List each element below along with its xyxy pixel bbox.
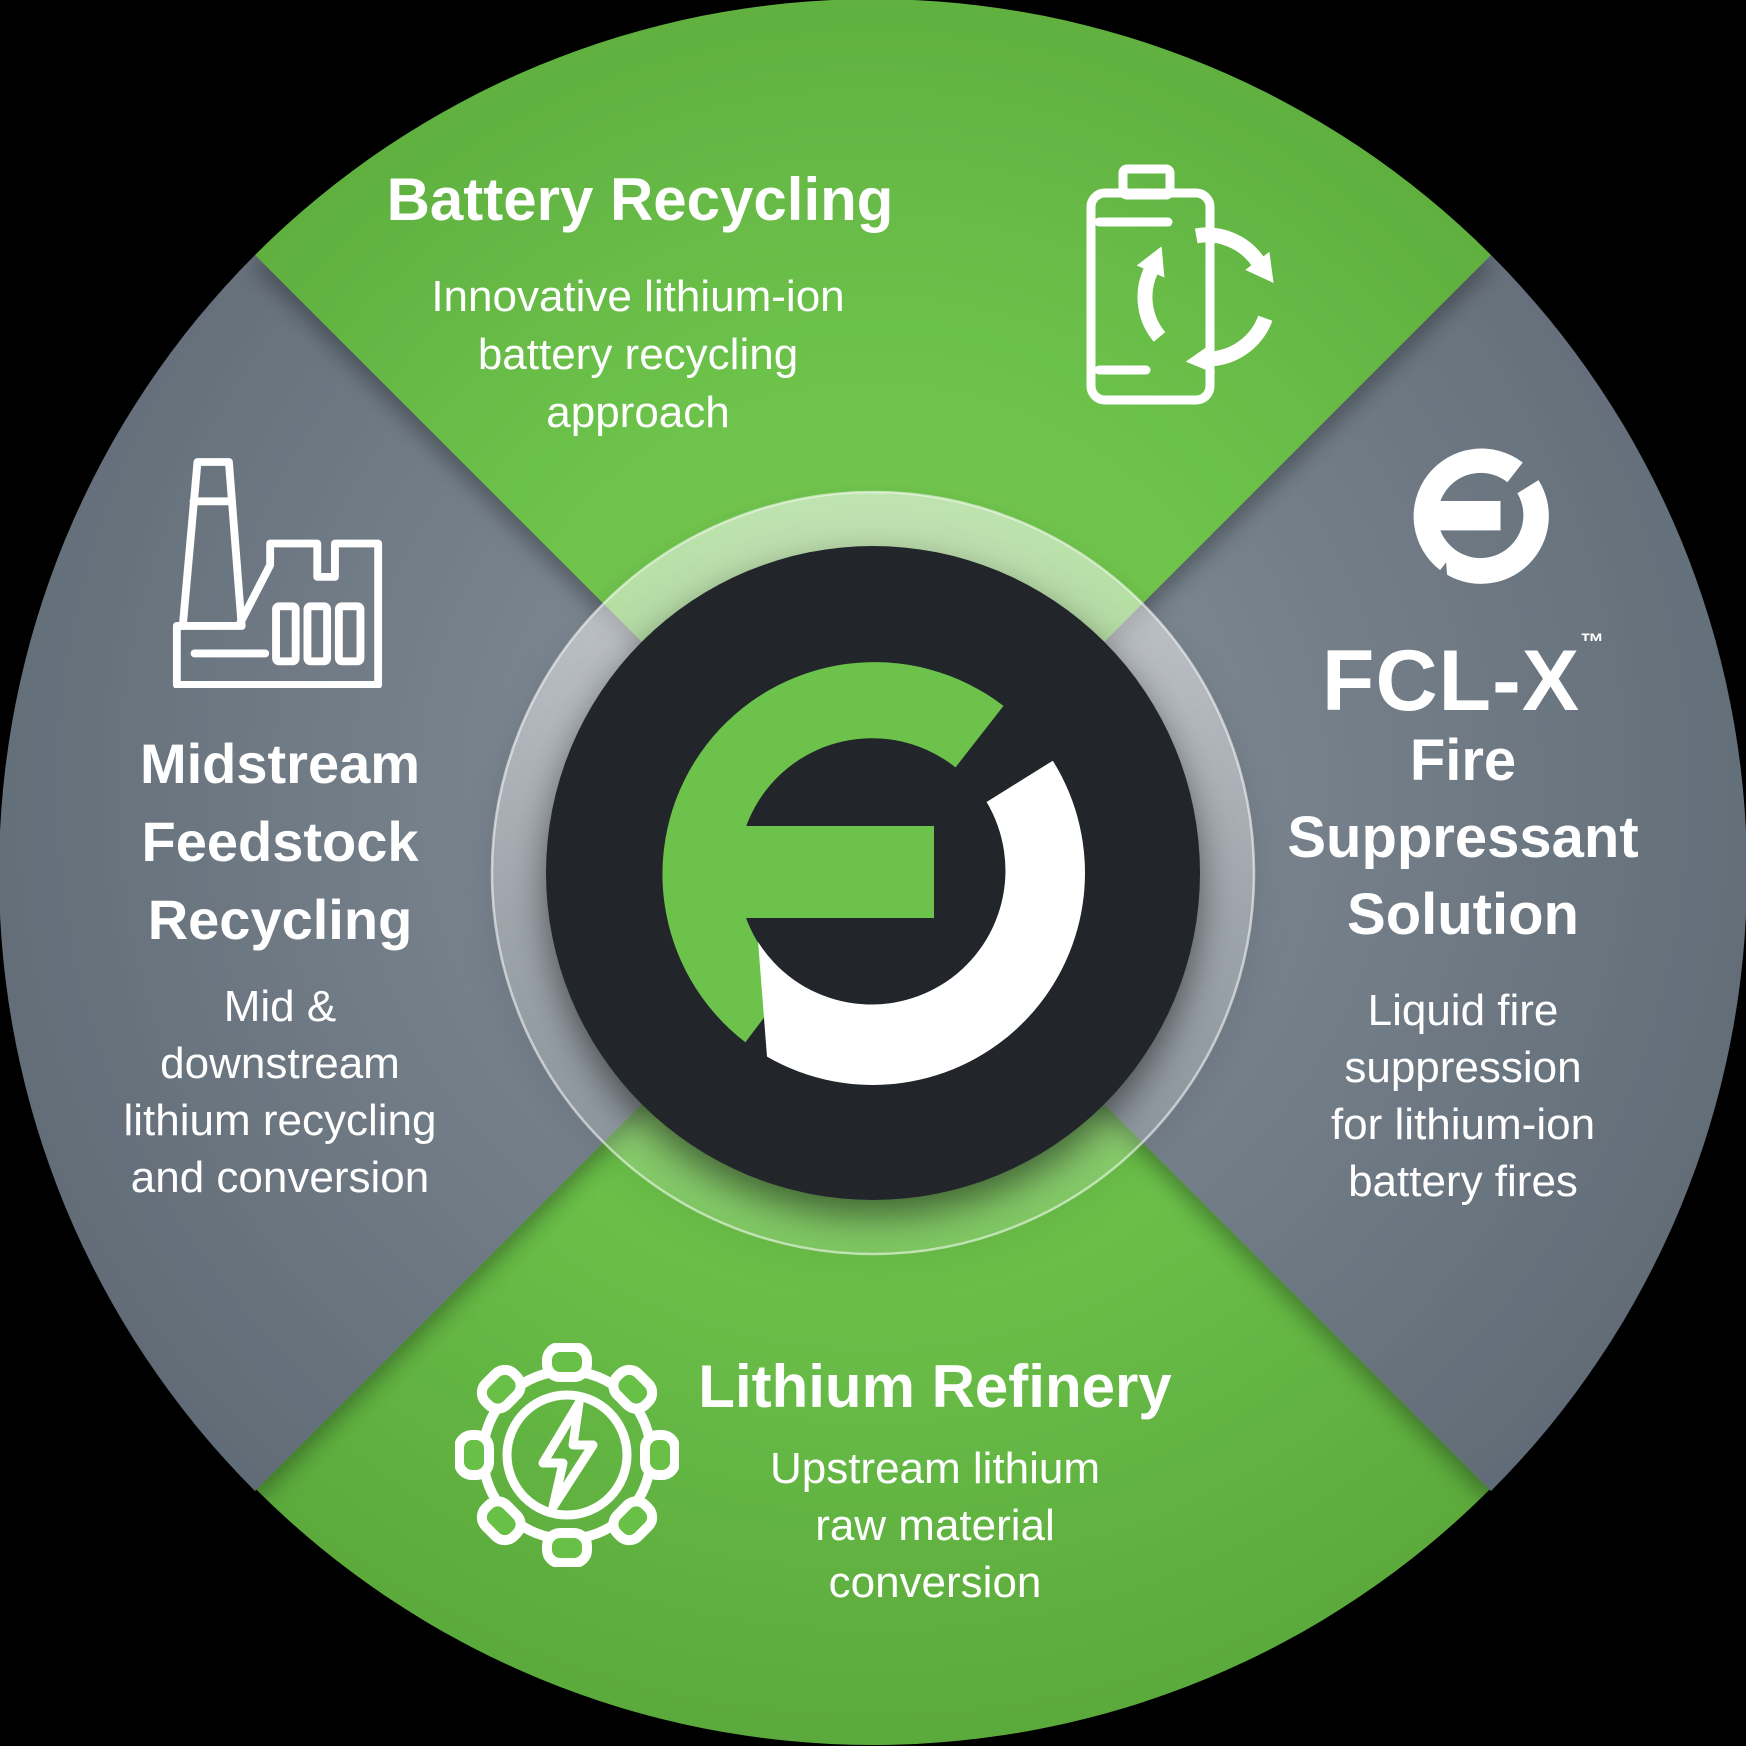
top-quadrant-title: Battery Recycling [386,166,894,233]
left-desc-line-2: downstream [160,1039,400,1088]
gear-lightning-icon [454,1342,680,1572]
right-desc-line-4: battery fires [1348,1157,1578,1206]
right-title-line-3: Solution [1347,882,1579,947]
right-quadrant-title: Fire Suppressant Solution [1213,722,1713,953]
bottom-quadrant-description: Upstream lithium raw material conversion [685,1440,1185,1611]
left-title-line-1: Midstream [139,732,421,795]
battery-recycling-icon [1082,158,1288,413]
fcl-logo-crossbar [733,826,934,918]
top-desc-line-3: approach [546,388,730,437]
fcl-logo-green-arc [662,662,1004,1043]
top-desc-line-1: Innovative lithium-ion [431,272,845,321]
right-title-line-1: Fire [1409,728,1517,793]
left-desc-line-4: and conversion [130,1153,430,1202]
bottom-desc-line-1: Upstream lithium [769,1444,1101,1493]
bottom-quadrant-title: Lithium Refinery [698,1353,1172,1420]
fcl-logo-white-arc [758,760,1085,1085]
right-desc-line-2: suppression [1344,1043,1582,1092]
trademark-symbol: ™ [1580,629,1605,656]
left-title-line-2: Feedstock [141,810,419,873]
quadrant-top-sector [255,0,1491,873]
right-quadrant-description: Liquid fire suppression for lithium-ion … [1213,982,1713,1210]
top-desc-line-2: battery recycling [477,330,799,379]
quadrant-left-sector [0,255,873,1491]
fcl-logo [662,662,1085,1085]
right-desc-line-1: Liquid fire [1367,986,1559,1035]
left-desc-line-1: Mid & [223,982,337,1031]
left-quadrant-title: Midstream Feedstock Recycling [40,725,520,959]
factory-icon [170,452,386,693]
lightning-bolt-icon [538,1398,598,1512]
fcl-ring-logo-icon [1413,448,1549,584]
brand-name: FCL-X [1321,633,1581,729]
right-title-line-2: Suppressant [1287,805,1639,870]
left-desc-line-3: lithium recycling [123,1096,437,1145]
top-quadrant-description: Innovative lithium-ion battery recycling… [358,268,918,442]
right-desc-line-3: for lithium-ion [1330,1100,1596,1149]
right-quadrant-brand: FCL-X™ [1263,595,1663,729]
bottom-desc-line-2: raw material [815,1501,1055,1550]
left-quadrant-description: Mid & downstream lithium recycling and c… [20,978,540,1206]
gear-teeth [454,1342,680,1568]
recycle-arrows-icon [1136,227,1274,374]
left-title-line-3: Recycling [147,888,413,951]
bottom-desc-line-3: conversion [828,1558,1042,1607]
